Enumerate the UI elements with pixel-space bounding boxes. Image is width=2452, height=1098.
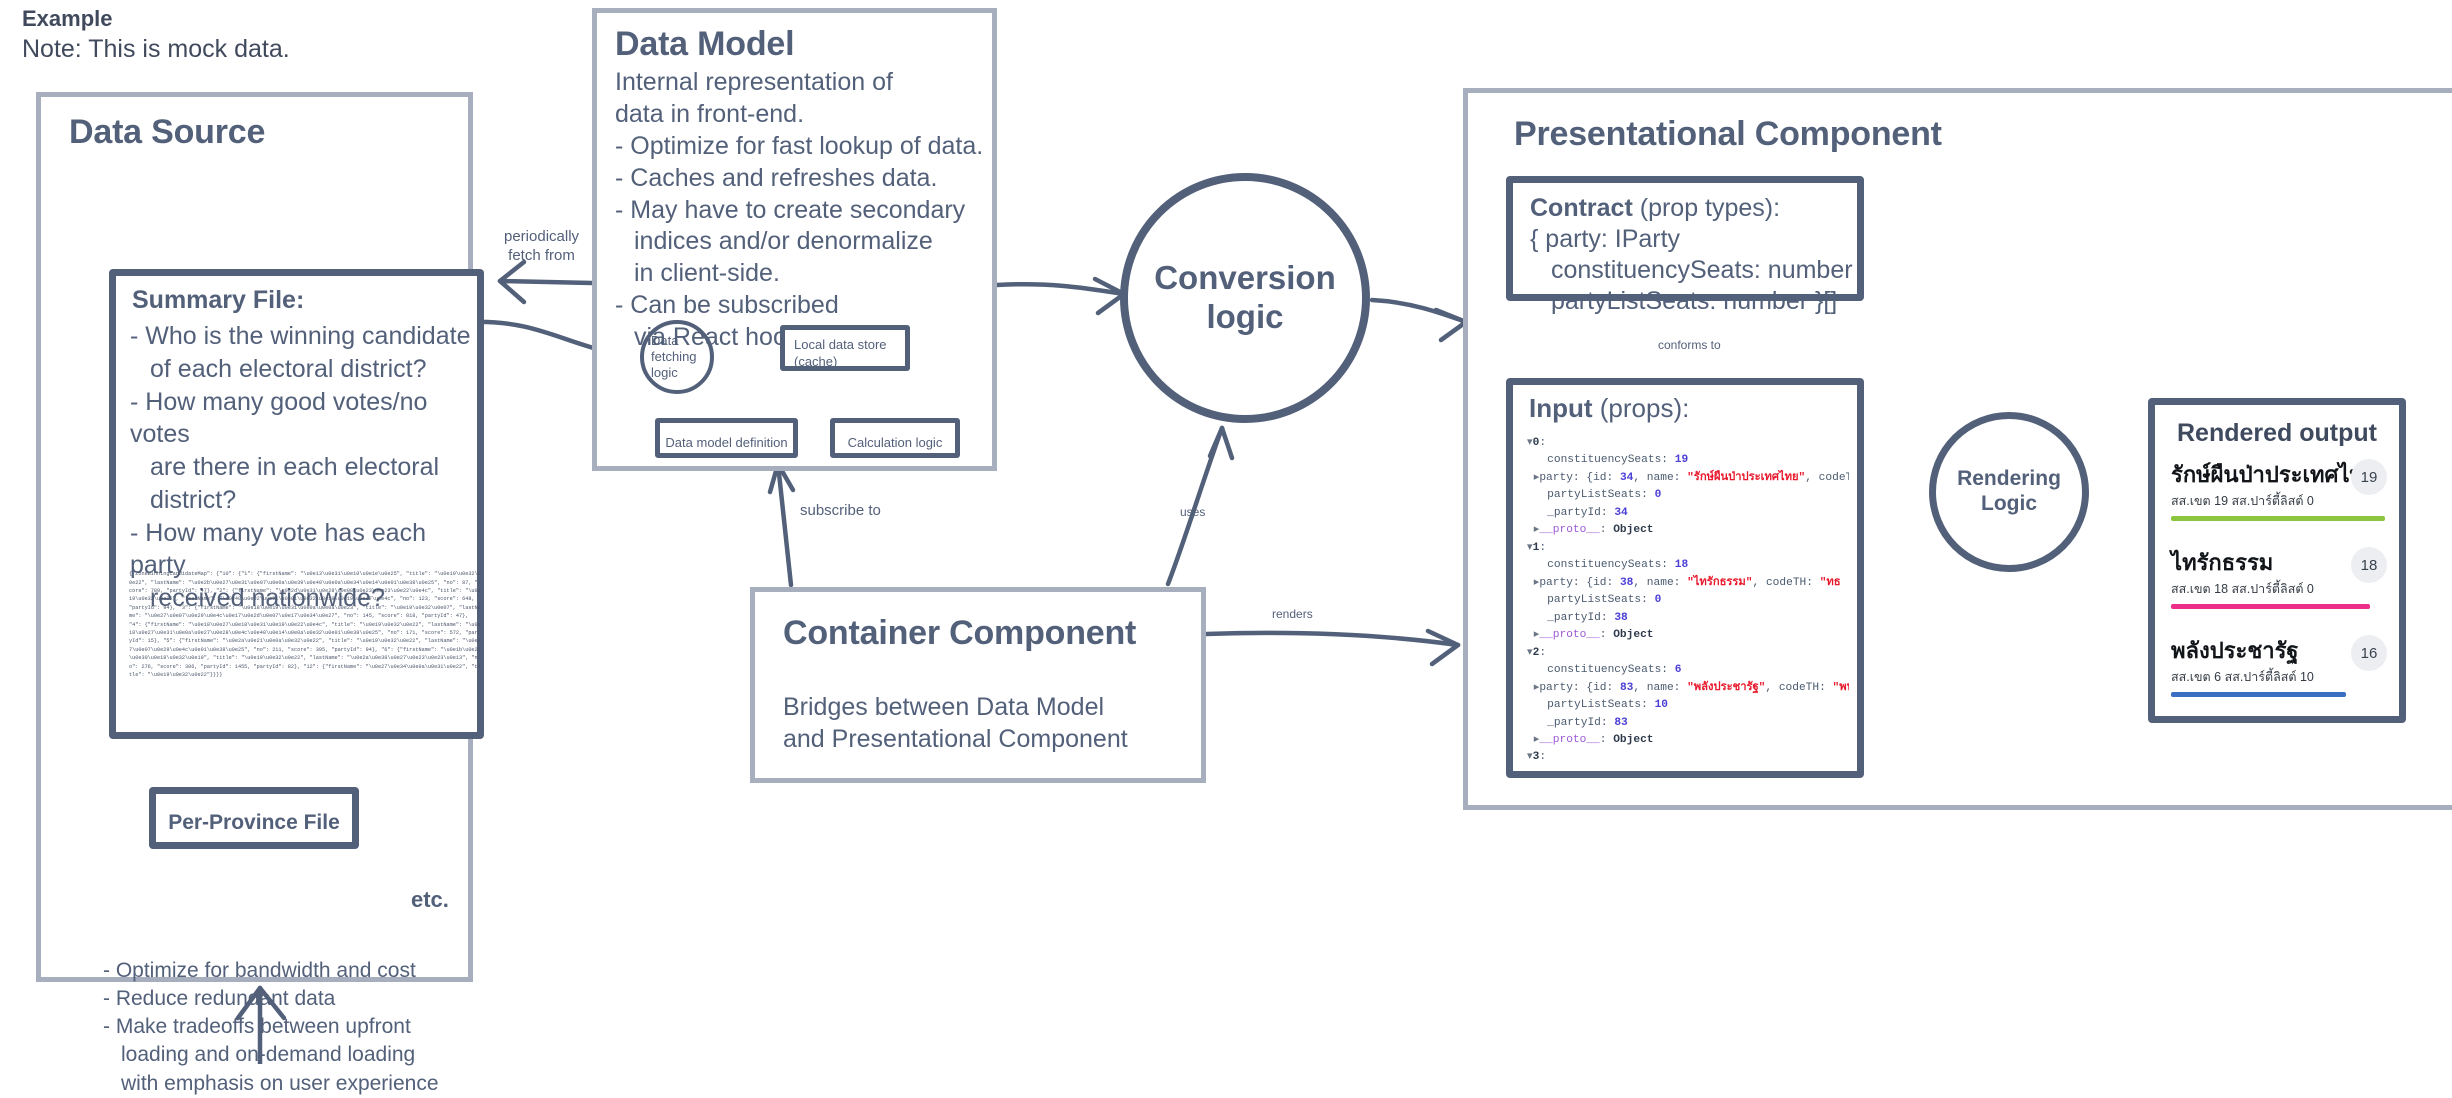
data-model-line: indices and/or denormalize <box>634 227 933 256</box>
data-model-line: in client-side. <box>634 259 780 288</box>
summary-question-line: - How many good votes/no votes <box>130 388 428 448</box>
conversion-logic-node: Conversion logic <box>1120 173 1370 423</box>
rendered-output-title: Rendered output <box>2177 419 2377 447</box>
summary-question-line: district? <box>150 486 237 514</box>
presentational-component-title: Presentational Component <box>1514 115 1942 153</box>
input-heading: Input (props): <box>1529 393 1689 424</box>
label-periodically-fetch-from: periodically fetch from <box>504 228 579 266</box>
data-model-title: Data Model <box>615 25 795 63</box>
input-props-code: ▾0: constituencySeats: 19 ▸party: {id: 3… <box>1527 437 1849 764</box>
calculation-logic-label: Calculation logic <box>847 435 943 450</box>
rendered-output-box: Rendered output รักษ์ผืนป่าประเทศไทยสส.เ… <box>2148 398 2406 723</box>
summary-file-title: Summary File: <box>132 286 305 314</box>
container-component-box: Container Component Bridges between Data… <box>750 587 1206 783</box>
party-result-row[interactable]: พลังประชารัฐสส.เขต 6 สส.ปาร์ตี้ลิสต์ 10 1… <box>2171 635 2387 727</box>
contract-line: { party: IParty <box>1530 225 1681 253</box>
header-note: Example Note: This is mock data. <box>22 6 290 64</box>
per-province-file-label: Per-Province File <box>168 811 340 834</box>
mock-data-note: Note: This is mock data. <box>22 35 290 63</box>
summary-file-box: Summary File: - Who is the winning candi… <box>109 269 484 739</box>
container-component-subtitle-line: Bridges between Data Model <box>783 693 1105 721</box>
data-model-definition-box: Data model definition <box>655 418 798 458</box>
etc-label: etc. <box>411 887 449 912</box>
local-data-store-label: Local data store (cache) <box>794 337 887 369</box>
container-component-subtitle: Bridges between Data Model and Presentat… <box>783 692 1128 755</box>
data-model-line: - Caches and refreshes data. <box>615 163 938 192</box>
party-result-row[interactable]: ไทรักธรรมสส.เขต 18 สส.ปาร์ตี้ลิสต์ 0 18 <box>2171 547 2387 639</box>
rendering-logic-label: Rendering Logic <box>1957 467 2061 515</box>
label-renders: renders <box>1272 607 1313 621</box>
data-model-definition-label: Data model definition <box>665 435 788 450</box>
data-model-line: Internal representation of <box>615 68 893 96</box>
data-model-line: - May have to create secondary <box>615 195 966 224</box>
party-seat-bar <box>2171 604 2371 610</box>
data-model-line: data in front-end. <box>615 99 805 128</box>
container-component-title: Container Component <box>783 614 1137 652</box>
label-line: fetch from <box>508 246 575 264</box>
party-name: พลังประชารัฐ <box>2171 638 2299 663</box>
party-seat-bar <box>2171 692 2347 698</box>
contract-heading-rest: (prop types): <box>1632 194 1781 222</box>
calculation-logic-box: Calculation logic <box>830 418 960 458</box>
contract-line: partyListSeats: number }[] <box>1551 287 1838 315</box>
party-seat-bar <box>2171 516 2385 522</box>
summary-question-line: - How many vote has each party <box>130 519 426 579</box>
contract-content: Contract (prop types): { party: IParty c… <box>1530 193 1853 317</box>
summary-file-questions: - Who is the winning candidate of each e… <box>130 320 478 615</box>
per-province-file-box: Per-Province File <box>149 787 359 849</box>
party-seat-detail: สส.เขต 18 สส.ปาร์ตี้ลิสต์ 0 <box>2171 582 2314 597</box>
label-uses: uses <box>1180 505 1206 519</box>
party-total-badge: 19 <box>2351 459 2387 495</box>
summary-question-line: are there in each electoral <box>150 453 440 481</box>
data-source-note-line: - Reduce redundant data <box>103 987 336 1011</box>
party-total-badge: 16 <box>2351 635 2387 671</box>
json-preview-body: {"ZoneWinningCandidateMap": {"10": {"1":… <box>129 571 481 679</box>
data-model-line: - Optimize for fast lookup of data. <box>615 131 984 160</box>
party-total-badge: 18 <box>2351 547 2387 583</box>
data-model-box: Data Model Internal representation of da… <box>592 8 997 471</box>
party-name: รักษ์ผืนป่าประเทศไทย <box>2171 462 2377 487</box>
data-fetching-logic-label: Data fetching logic <box>651 332 697 381</box>
data-source-note-line: loading and on-demand loading <box>121 1043 416 1067</box>
data-source-note-line: - Optimize for bandwidth and cost <box>103 959 416 982</box>
summary-question-line: - Who is the winning candidate <box>130 322 471 350</box>
diagram-canvas: Example Note: This is mock data. <box>22 6 2452 1095</box>
data-model-description: Internal representation of data in front… <box>615 67 990 354</box>
data-source-notes: - Optimize for bandwidth and cost - Redu… <box>103 957 503 1098</box>
input-heading-bold: Input <box>1529 393 1593 423</box>
data-source-note-line: - Make tradeoffs between upfront <box>103 1015 411 1039</box>
data-source-title: Data Source <box>69 113 266 151</box>
label-conforms-to: conforms to <box>1658 338 1721 352</box>
rendering-logic-node: Rendering Logic <box>1929 412 2089 572</box>
example-title: Example <box>22 6 113 31</box>
contract-heading-bold: Contract <box>1530 194 1633 222</box>
data-source-note-line: with emphasis on user experience <box>121 1071 439 1095</box>
contract-heading: Contract (prop types): <box>1530 193 1853 224</box>
label-line: periodically <box>504 228 580 245</box>
data-fetching-logic-node: Data fetching logic <box>640 320 714 394</box>
party-seat-detail: สส.เขต 19 สส.ปาร์ตี้ลิสต์ 0 <box>2171 494 2314 509</box>
contract-line: constituencySeats: number <box>1551 256 1853 284</box>
contract-box: Contract (prop types): { party: IParty c… <box>1506 176 1864 315</box>
conversion-logic-label: Conversion logic <box>1154 259 1336 335</box>
label-subscribe-to: subscribe to <box>800 502 881 519</box>
data-source-box: Data Source Summary File: - Who is the w… <box>36 92 484 1095</box>
input-props-box: Input (props): ▾0: constituencySeats: 19… <box>1506 378 1864 778</box>
local-data-store-box: Local data store (cache) <box>780 325 910 371</box>
summary-question-line: received nationwide? <box>150 584 385 612</box>
input-heading-rest: (props): <box>1592 393 1690 423</box>
party-seat-detail: สส.เขต 6 สส.ปาร์ตี้ลิสต์ 10 <box>2171 670 2314 685</box>
data-model-line: - Can be subscribed <box>615 291 839 320</box>
party-result-list: รักษ์ผืนป่าประเทศไทยสส.เขต 19 สส.ปาร์ตี้… <box>2171 459 2387 727</box>
json-preview-text: {"ZoneWinningCandidateMap": {"10": {"1":… <box>129 562 481 734</box>
party-result-row[interactable]: รักษ์ผืนป่าประเทศไทยสส.เขต 19 สส.ปาร์ตี้… <box>2171 459 2387 551</box>
container-component-subtitle-line: and Presentational Component <box>783 724 1128 753</box>
json-preview-header <box>129 562 481 570</box>
summary-question-line: of each electoral district? <box>150 355 427 383</box>
party-name: ไทรักธรรม <box>2171 550 2274 575</box>
